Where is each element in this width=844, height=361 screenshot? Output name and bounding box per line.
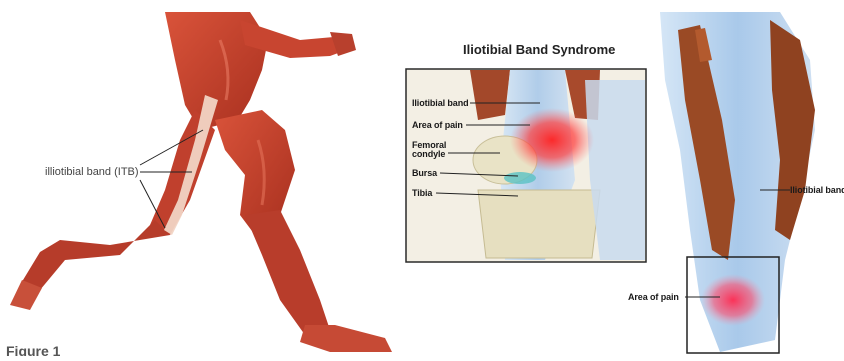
knee-diagram-title: Iliotibial Band Syndrome [463, 42, 615, 57]
label-area-of-pain-right: Area of pain [628, 292, 679, 302]
pain-area-knee [510, 108, 594, 172]
front-shin [245, 210, 330, 335]
itb-band-strip [164, 95, 218, 235]
back-thigh-muscle [770, 20, 815, 240]
front-foot [300, 325, 392, 352]
itb-label-left: illiotibial band (ITB) [45, 166, 139, 178]
tibia-bone [478, 190, 600, 258]
figure-caption: Figure 1 [6, 342, 60, 356]
label-iliotibial-band: Iliotibial band [412, 98, 469, 108]
bursa [504, 172, 536, 184]
label-tibia: Tibia [412, 188, 432, 198]
running-figure [10, 12, 392, 352]
pain-area-leg [701, 274, 765, 326]
leg-side-view [660, 12, 815, 353]
back-shin [20, 220, 170, 290]
label-area-of-pain: Area of pain [412, 120, 463, 130]
label-bursa: Bursa [412, 168, 437, 178]
label-femoral-condyle-2: condyle [412, 149, 445, 159]
label-iliotibial-band-right: Iliotibial band [790, 185, 844, 195]
